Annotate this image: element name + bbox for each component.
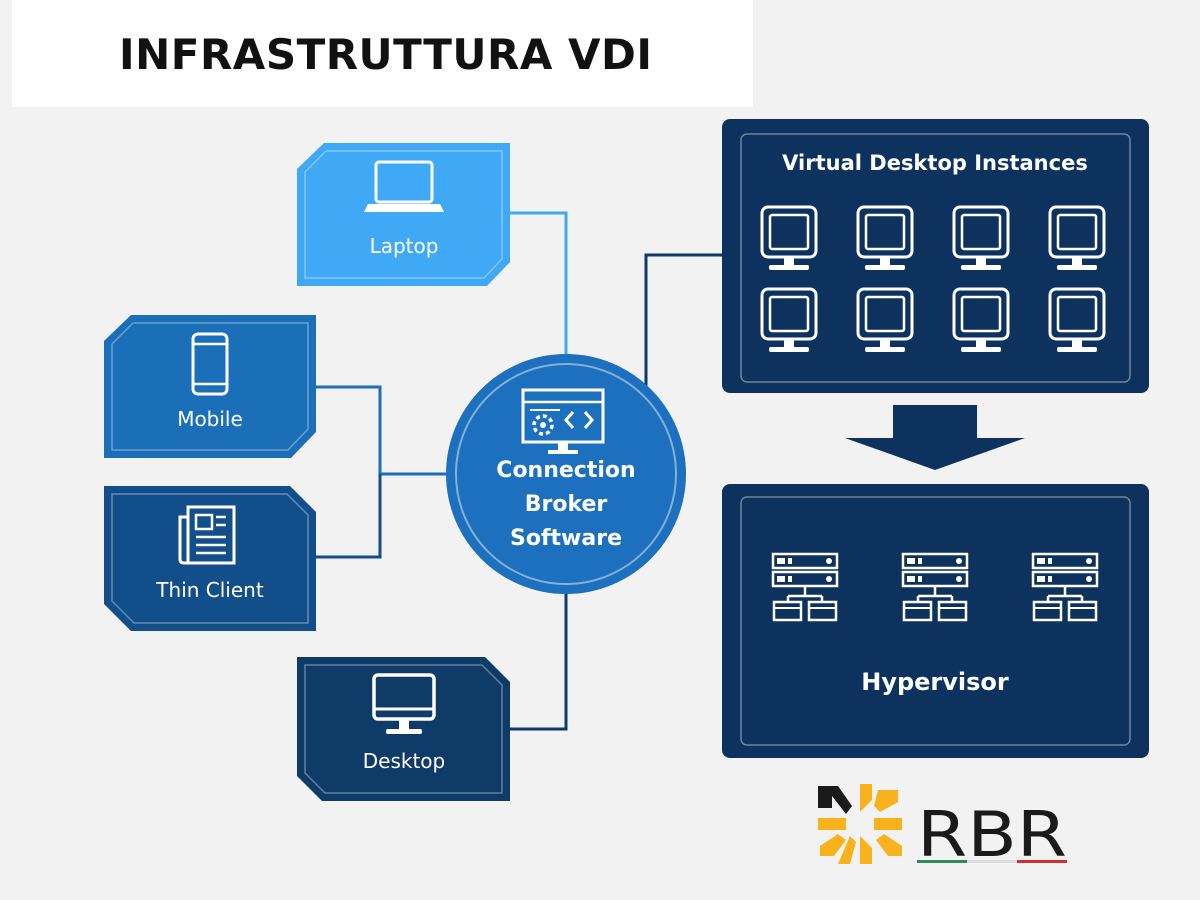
rbr-logo: RBR bbox=[818, 784, 1067, 871]
connector-vdi bbox=[644, 253, 722, 387]
broker-label-line2: Broker bbox=[525, 492, 608, 517]
title-banner: INFRASTRUTTURA VDI bbox=[12, 0, 753, 107]
hypervisor-panel: Hypervisor bbox=[722, 484, 1149, 758]
rbr-logo-mark bbox=[818, 784, 902, 864]
connection-broker: Connection Broker Software bbox=[446, 354, 686, 594]
vdi-panel: Virtual Desktop Instances bbox=[722, 119, 1149, 393]
device-card-laptop: Laptop bbox=[297, 143, 510, 286]
device-label-laptop: Laptop bbox=[370, 234, 439, 258]
device-card-mobile: Mobile bbox=[104, 315, 316, 458]
broker-label-line3: Software bbox=[510, 526, 622, 551]
page-title: INFRASTRUTTURA VDI bbox=[119, 30, 653, 79]
connector-laptop bbox=[510, 211, 568, 360]
connectors bbox=[316, 211, 722, 731]
device-card-desktop: Desktop bbox=[297, 657, 510, 801]
device-card-thin-client: Thin Client bbox=[104, 486, 316, 631]
device-label-desktop: Desktop bbox=[363, 749, 445, 773]
down-arrow bbox=[845, 405, 1025, 470]
connector-thin-client bbox=[316, 474, 382, 559]
code-monitor-icon bbox=[521, 388, 605, 454]
connector-desktop bbox=[510, 590, 568, 731]
hypervisor-label: Hypervisor bbox=[861, 668, 1009, 696]
vdi-title: Virtual Desktop Instances bbox=[782, 151, 1088, 175]
device-label-mobile: Mobile bbox=[177, 407, 243, 431]
connector-mobile bbox=[316, 385, 446, 476]
rbr-logo-text: RBR bbox=[917, 798, 1067, 871]
device-label-thin-client: Thin Client bbox=[155, 578, 264, 602]
broker-label-line1: Connection bbox=[496, 458, 635, 483]
